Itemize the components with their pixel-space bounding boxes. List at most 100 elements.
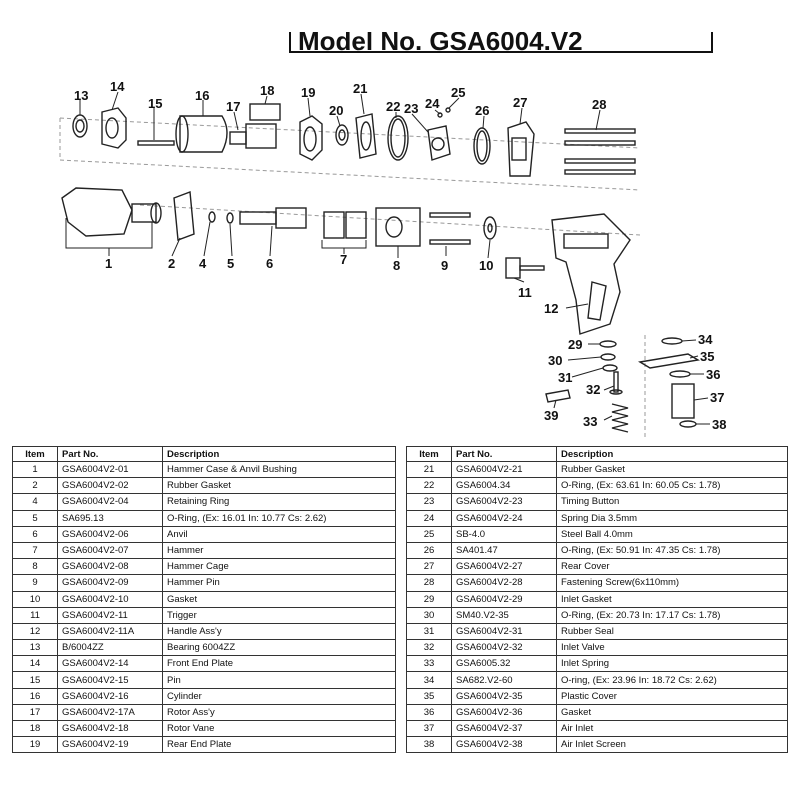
part-32-inlet-valve-drawing (609, 371, 623, 395)
callout-28: 28 (592, 97, 606, 112)
callout-labels: 13 14 15 16 17 18 19 20 21 22 23 24 25 2… (74, 79, 726, 432)
cell-part-no: GSA6004V2-10 (57, 590, 163, 608)
cell-description: Rear Cover (556, 558, 788, 576)
part-16-cylinder-drawing (175, 115, 228, 153)
part-31-rubber-seal-drawing (602, 364, 618, 372)
part-4-retaining-ring-drawing (208, 211, 216, 223)
cell-part-no: SB-4.0 (451, 525, 557, 543)
part-1-hammer-case-drawing (61, 187, 162, 237)
cell-item: 24 (406, 509, 452, 527)
cell-part-no: GSA6004V2-36 (451, 703, 557, 722)
cell-part-no: GSA6004V2-24 (451, 509, 557, 527)
part-23-timing-button-drawing (427, 125, 451, 161)
cell-part-no: GSA6005.32 (451, 655, 557, 673)
cell-description: Plastic Cover (556, 687, 788, 705)
part-34-o-ring-drawing (661, 337, 683, 345)
cell-item: 14 (12, 655, 58, 673)
cell-description: Rubber Seal (556, 622, 788, 641)
cell-description: Bearing 6004ZZ (162, 639, 396, 657)
part-9-hammer-pins-drawing (429, 212, 471, 245)
callout-25: 25 (451, 85, 465, 100)
cell-part-no: SA682.V2-60 (451, 671, 557, 689)
callout-7: 7 (340, 252, 347, 267)
cell-item: 33 (406, 655, 452, 673)
callout-8: 8 (393, 258, 400, 273)
cell-description: Retaining Ring (162, 493, 396, 511)
cell-item: 13 (12, 639, 58, 657)
part-17-rotor-drawing (229, 123, 277, 149)
cell-item: 18 (12, 719, 58, 738)
callout-14: 14 (110, 79, 125, 94)
cell-description: Hammer (162, 541, 396, 560)
header-description: Description (162, 446, 396, 462)
callout-34: 34 (698, 332, 713, 347)
callout-4: 4 (199, 256, 207, 271)
header-item: Item (406, 446, 452, 462)
callout-36: 36 (706, 367, 720, 382)
part-27-rear-cover-drawing (507, 121, 535, 177)
cell-item: 28 (406, 574, 452, 592)
callout-35: 35 (700, 349, 714, 364)
cell-part-no: GSA6004V2-15 (57, 671, 163, 689)
part-19-rear-end-plate-drawing (299, 115, 323, 161)
part-28-screws-drawing (564, 128, 636, 175)
parts-drawings (61, 103, 700, 433)
cell-description: Cylinder (162, 687, 396, 705)
cell-part-no: B/6004ZZ (57, 639, 163, 657)
callout-39: 39 (544, 408, 558, 423)
callout-11: 11 (518, 285, 532, 300)
part-29-inlet-gasket-drawing (599, 340, 617, 348)
callout-27: 27 (513, 95, 527, 110)
cell-description: Gasket (556, 703, 788, 722)
cell-description: Gasket (162, 590, 396, 608)
callout-6: 6 (266, 256, 273, 271)
cell-item: 19 (12, 736, 58, 754)
cell-item: 30 (406, 606, 452, 624)
cell-description: Rotor Ass'y (162, 703, 396, 722)
cell-description: Spring Dia 3.5mm (556, 509, 788, 527)
part-5-o-ring-drawing (226, 212, 234, 224)
callout-19: 19 (301, 85, 315, 100)
cell-description: Rear End Plate (162, 736, 396, 754)
part-6-anvil-drawing (239, 207, 307, 229)
callout-13: 13 (74, 88, 88, 103)
cell-part-no: GSA6004V2-23 (451, 493, 557, 511)
callout-21: 21 (353, 81, 367, 96)
callout-5: 5 (227, 256, 234, 271)
cell-description: Trigger (162, 606, 396, 624)
cell-description: Anvil (162, 525, 396, 543)
callout-20: 20 (329, 103, 343, 118)
cell-part-no: GSA6004V2-04 (57, 493, 163, 511)
cell-description: Hammer Case & Anvil Bushing (162, 460, 396, 479)
callout-26: 26 (475, 103, 489, 118)
callout-32: 32 (586, 382, 600, 397)
cell-description: O-Ring, (Ex: 50.91 In: 47.35 Cs: 1.78) (556, 541, 788, 560)
model-title-box: Model No. GSA6004.V2 (286, 0, 716, 56)
callout-17: 17 (226, 99, 240, 114)
part-15-pin-drawing (137, 140, 175, 146)
cell-description: Air Inlet (556, 719, 788, 738)
cell-item: 16 (12, 687, 58, 705)
cell-item: 15 (12, 671, 58, 689)
part-26-o-ring-drawing (473, 127, 491, 165)
cell-part-no: SM40.V2-35 (451, 606, 557, 624)
cell-description: Inlet Valve (556, 639, 788, 657)
cell-item: 6 (12, 525, 58, 543)
part-33-inlet-spring-drawing (611, 403, 629, 433)
cell-part-no: GSA6004V2-14 (57, 655, 163, 673)
cell-part-no: GSA6004V2-21 (451, 460, 557, 479)
